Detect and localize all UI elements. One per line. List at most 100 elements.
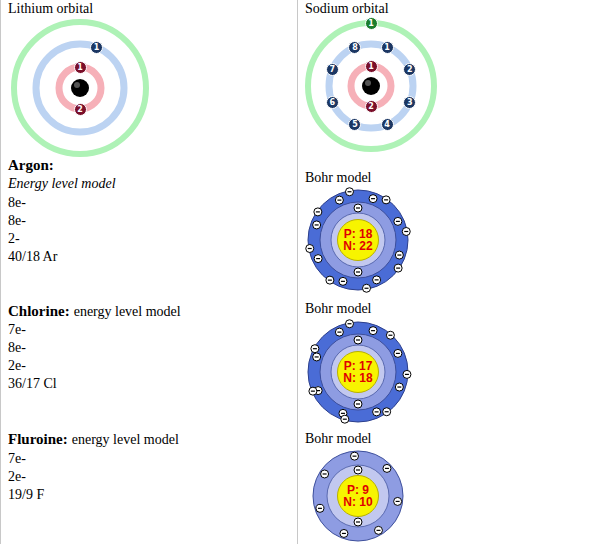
electron	[345, 320, 353, 328]
electron-charge	[405, 374, 409, 375]
electron	[383, 408, 391, 416]
electron-number: 1	[90, 41, 103, 54]
caption: Sodium orbital	[305, 0, 389, 18]
electron	[363, 284, 371, 292]
electron-label: 2	[368, 102, 374, 111]
electron-label: 1	[77, 63, 83, 72]
electron	[351, 452, 359, 460]
electron-symbols	[306, 188, 411, 538]
electron	[354, 336, 362, 344]
electron-charge	[384, 199, 388, 200]
electron-charge	[341, 413, 345, 414]
electron	[373, 408, 381, 416]
electron-charge	[316, 258, 320, 259]
electron-label: 1	[368, 62, 374, 71]
element-name: Fluroine:	[8, 430, 68, 448]
nucleus-label: N: 22	[343, 240, 372, 252]
electron-charge	[328, 280, 332, 281]
electron-charge	[396, 221, 400, 222]
electron	[326, 276, 334, 284]
electron-label: 5	[352, 120, 358, 129]
argon-bohr-model	[308, 190, 408, 290]
electron-label: 1	[94, 43, 100, 52]
electron-number: 4	[381, 118, 394, 131]
electron	[354, 466, 362, 474]
electron-label: 7	[329, 65, 335, 74]
electron-charge	[313, 348, 317, 349]
electron-charge	[356, 521, 360, 522]
nucleus: P: 9N: 10	[337, 475, 379, 517]
electron	[314, 255, 322, 263]
electron	[309, 387, 317, 395]
nucleus-label: P: 17	[344, 360, 373, 372]
electron-label: 8	[352, 43, 358, 52]
shell-count: 8e-	[8, 212, 26, 230]
electron-number: 7	[326, 63, 339, 76]
electron	[402, 227, 410, 235]
shell-count: 8e-	[8, 194, 26, 212]
shell-count: 2-	[8, 230, 20, 248]
model-name: Bohr model	[305, 430, 372, 448]
electron	[339, 277, 347, 285]
electron-label: 2	[407, 65, 413, 74]
electron	[313, 353, 321, 361]
electron	[311, 345, 319, 353]
electron-number: 2	[365, 100, 378, 113]
electron-charge	[376, 530, 380, 531]
electron-charge	[375, 411, 379, 412]
electron-charge	[315, 224, 319, 225]
electron	[403, 370, 411, 378]
electron	[354, 400, 362, 408]
table-border	[0, 0, 1, 544]
electron-number: 2	[403, 63, 416, 76]
element-name: Chlorine:	[8, 302, 70, 320]
electron-charge	[316, 211, 320, 212]
electron-charge	[308, 248, 312, 249]
electron-charge	[397, 386, 401, 387]
electron-charge	[356, 403, 360, 404]
shell-count: 8e-	[8, 339, 26, 357]
electron-charge	[311, 391, 315, 392]
isotope-notation: 36/17 Cl	[8, 375, 57, 393]
electron-charge	[347, 323, 351, 324]
electron	[354, 518, 362, 526]
nucleus: P: 17N: 18	[337, 351, 379, 393]
electron-charge	[404, 231, 408, 232]
electron-charge	[356, 339, 360, 340]
chlorine-bohr-model	[308, 322, 408, 422]
shell-count: 7e-	[8, 450, 26, 468]
electron-number: 1	[365, 17, 378, 30]
electron-number: 3	[403, 96, 416, 109]
electron-label: 4	[384, 120, 390, 129]
electron	[321, 470, 329, 478]
electron	[316, 504, 324, 512]
electron	[341, 415, 349, 423]
electron-charge	[388, 335, 392, 336]
electron	[395, 251, 403, 259]
electron	[394, 217, 402, 225]
model-name: energy level model	[74, 303, 181, 321]
lithium-orbital	[14, 22, 146, 154]
isotope-notation: 19/9 F	[8, 486, 44, 504]
electron-label: 6	[329, 98, 335, 107]
nucleus: P: 18N: 22	[337, 219, 379, 261]
electron-charge	[371, 198, 375, 199]
electron-charge	[365, 288, 369, 289]
electron-label: 1	[368, 19, 374, 28]
electron-label: 3	[407, 98, 413, 107]
electron-number: 5	[348, 118, 361, 131]
electron-charge	[356, 271, 360, 272]
electron	[335, 328, 343, 336]
electron-number: 1	[381, 41, 394, 54]
electron-charge	[356, 207, 360, 208]
electron	[394, 349, 402, 357]
electron-charge	[396, 268, 400, 269]
electron-charge	[396, 353, 400, 354]
nucleus-label: N: 18	[343, 372, 372, 384]
electron-charge	[397, 254, 401, 255]
electron	[354, 268, 362, 276]
nucleus-label: P: 18	[344, 228, 373, 240]
electron-number: 8	[348, 41, 361, 54]
